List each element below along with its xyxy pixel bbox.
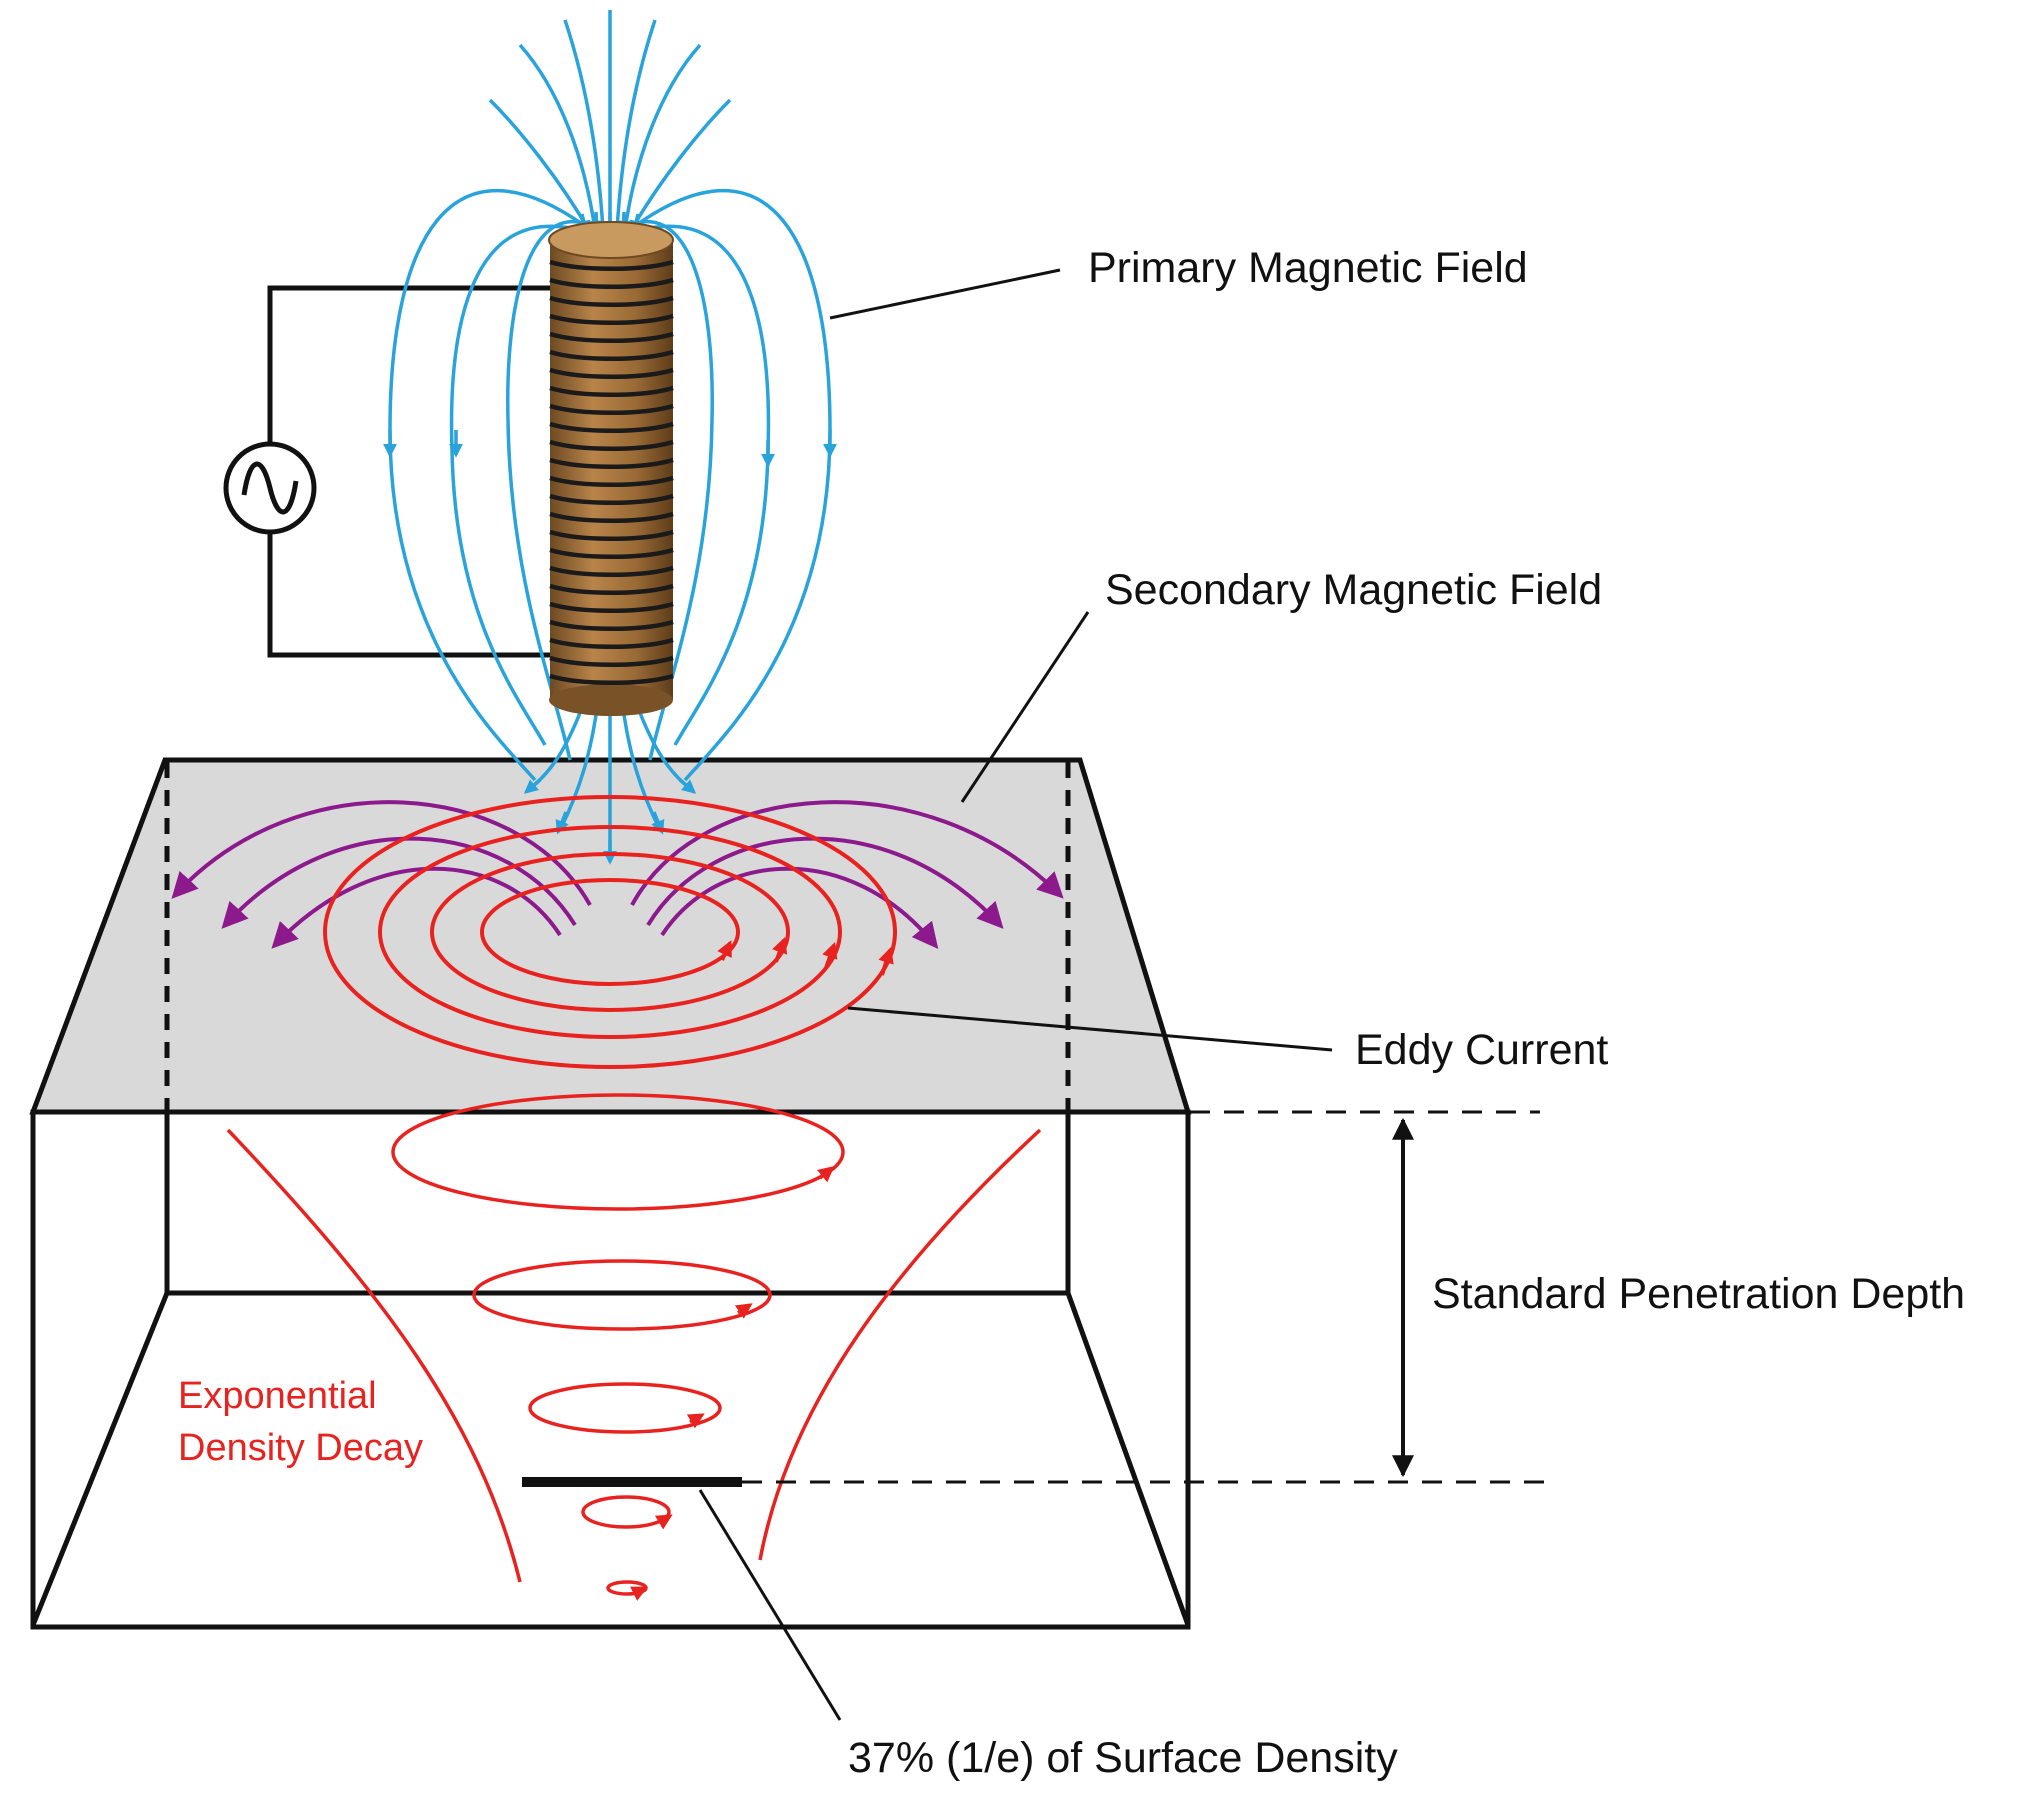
coil-windings: [549, 259, 674, 685]
leader-lines: [698, 268, 1333, 1721]
coil-winding: [549, 385, 674, 397]
coil-winding: [549, 403, 674, 415]
floor-edge-left: [30, 1292, 170, 1626]
coil-winding: [549, 439, 674, 451]
leader-secondary-field: [960, 611, 1090, 803]
decay-envelope: [226, 1128, 1042, 1583]
specimen-front-face: [30, 1109, 1191, 1630]
label-penetration-depth: Standard Penetration Depth: [1432, 1270, 1965, 1318]
coil-winding: [549, 565, 674, 577]
specimen-block: [29, 757, 1192, 1630]
coil-winding: [549, 421, 674, 433]
coil-winding: [549, 259, 674, 271]
coil-winding: [549, 295, 674, 307]
label-eddy-current: Eddy Current: [1355, 1026, 1608, 1074]
depth-eddy-arrows: [629, 1165, 835, 1601]
circuit-wire-top: [267, 285, 560, 445]
leader-eddy-current: [847, 1006, 1333, 1052]
coil-winding: [549, 583, 674, 595]
coil-winding: [549, 313, 674, 325]
penetration-depth-dimension: [742, 1110, 1555, 1484]
coil-winding: [549, 277, 674, 289]
coil-winding: [549, 601, 674, 613]
coil-winding: [549, 547, 674, 559]
eddy-current-arrows: [717, 936, 894, 976]
coil-winding: [549, 655, 674, 667]
label-surface-density: 37% (1/e) of Surface Density: [848, 1734, 1398, 1782]
leader-surface-density: [698, 1489, 842, 1721]
coil-winding: [549, 493, 674, 505]
coil-winding: [549, 457, 674, 469]
coil-winding: [549, 637, 674, 649]
floor-edge-right: [1065, 1292, 1191, 1626]
leader-primary-field: [829, 268, 1061, 320]
label-secondary-field: Secondary Magnetic Field: [1105, 566, 1602, 614]
label-decay-line1: Exponential: [178, 1375, 377, 1417]
coil-winding: [549, 331, 674, 343]
coil-winding: [549, 511, 674, 523]
coil-winding: [549, 529, 674, 541]
label-decay-line2: Density Decay: [178, 1427, 423, 1469]
ac-source-icon: [223, 441, 317, 535]
circuit-wire-bottom: [267, 530, 560, 658]
eddy-current-rings: [323, 795, 897, 1069]
coil-winding: [549, 367, 674, 379]
label-primary-field: Primary Magnetic Field: [1088, 244, 1528, 292]
coil-winding: [549, 619, 674, 631]
coil-winding: [549, 349, 674, 361]
coil-winding: [549, 673, 674, 685]
coil-winding: [549, 475, 674, 487]
ac-circuit: [267, 285, 560, 658]
